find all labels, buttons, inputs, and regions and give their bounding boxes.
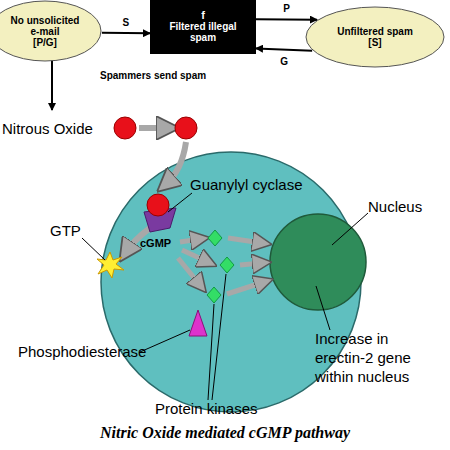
annotation-label: Nitrous Oxide bbox=[2, 120, 93, 139]
node-text: f bbox=[201, 9, 205, 21]
leader-line bbox=[140, 330, 190, 352]
flow-arrow bbox=[227, 282, 264, 294]
node-shape bbox=[151, 0, 256, 54]
ellipse-node: No unsolicited e-mail[P/G] bbox=[0, 0, 102, 62]
flow-arrow bbox=[166, 142, 186, 184]
flow-arrow bbox=[182, 250, 208, 262]
ellipse-node: Unfiltered spam[S] bbox=[305, 6, 445, 68]
flow-arrow bbox=[240, 263, 262, 265]
edge-label: G bbox=[280, 55, 288, 66]
leader-line bbox=[316, 286, 330, 330]
flow-arrow bbox=[228, 238, 262, 243]
phosphodiesterase-triangle bbox=[189, 310, 207, 336]
edge-label: P bbox=[283, 3, 290, 14]
node-text: No unsolicited e-mail bbox=[7, 15, 83, 37]
node-text: [S] bbox=[368, 37, 381, 48]
annotation-label: Guanylyl cyclase bbox=[190, 176, 303, 195]
flow-arrow bbox=[256, 48, 312, 50]
annotation-label: cGMP bbox=[140, 237, 171, 249]
flow-arrow bbox=[102, 32, 150, 34]
spam-arrow bbox=[51, 60, 53, 110]
node-text: [P/G] bbox=[33, 37, 57, 48]
flow-arrow bbox=[180, 239, 200, 242]
node-text: Filtered illegal spam bbox=[158, 21, 248, 43]
annotation-label: GTP bbox=[50, 222, 81, 241]
edge-label: S bbox=[123, 17, 130, 28]
node-shape bbox=[0, 1, 101, 61]
flow-arrow bbox=[178, 258, 200, 285]
leader-line bbox=[332, 213, 368, 245]
node-shape bbox=[306, 7, 444, 67]
figure-caption: Nitric Oxide mediated cGMP pathway bbox=[0, 424, 450, 442]
annotation-label: Increase in erectin-2 gene within nucleu… bbox=[315, 330, 437, 386]
nucleus-circle bbox=[270, 214, 366, 310]
protein-kinase-diamond bbox=[207, 287, 221, 303]
protein-kinase-diamond bbox=[220, 257, 234, 273]
annotation-label: Nucleus bbox=[368, 198, 422, 217]
leader-line bbox=[82, 238, 105, 260]
leader-line bbox=[212, 274, 226, 400]
annotation-label: Spammers send spam bbox=[100, 70, 206, 81]
leader-line bbox=[168, 193, 192, 212]
nitric-oxide-molecule bbox=[147, 194, 169, 216]
process-box: fFiltered illegal spam bbox=[150, 0, 256, 54]
protein-kinase-diamond bbox=[208, 230, 222, 246]
annotation-label: Protein kinases bbox=[155, 400, 258, 419]
nitric-oxide-molecule bbox=[175, 117, 197, 139]
nitric-oxide-molecule bbox=[114, 117, 136, 139]
flow-arrow bbox=[256, 18, 317, 20]
node-text: Unfiltered spam bbox=[337, 26, 413, 37]
flow-arrow bbox=[139, 125, 168, 131]
annotation-label: Phosphodiesterase bbox=[18, 343, 146, 362]
